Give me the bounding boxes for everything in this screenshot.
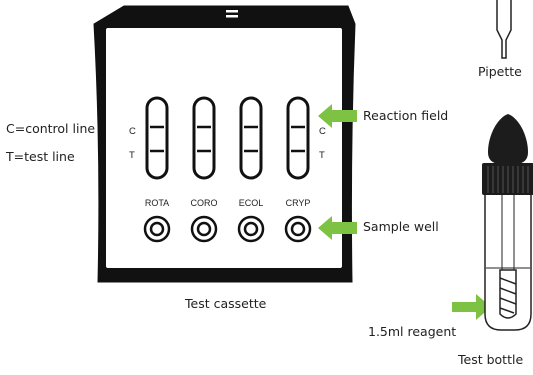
reaction-strip <box>286 96 310 180</box>
well-label-coro: CORO <box>191 198 218 208</box>
test-bottle <box>482 114 533 331</box>
test-letter-left: T <box>129 150 135 161</box>
sample-well-arrow-icon <box>318 216 357 240</box>
well-label-ecol: ECOL <box>239 198 264 208</box>
test-letter-right: T <box>319 150 325 161</box>
reagent-arrow-icon <box>452 294 491 320</box>
sample-well-label: Sample well <box>363 219 439 234</box>
control-letter-right: C <box>319 126 326 137</box>
cassette-label: Test cassette <box>185 296 267 311</box>
reaction-field-label: Reaction field <box>363 108 449 123</box>
cassette-top-mark <box>226 15 238 18</box>
reagent-label: 1.5ml reagent <box>368 324 457 339</box>
cassette-window <box>106 28 342 268</box>
sample-well <box>190 215 218 243</box>
well-label-cryp: CRYP <box>286 198 311 208</box>
pipette-label: Pipette <box>478 64 522 79</box>
reaction-strip <box>145 96 169 180</box>
test-cassette: C T C T ROTA CORO ECOL CRYP <box>93 5 356 283</box>
reaction-strip <box>239 96 263 180</box>
sample-well <box>284 215 312 243</box>
pipette <box>496 0 512 59</box>
sample-collector <box>499 269 517 319</box>
sample-well <box>237 215 265 243</box>
bottle-label: Test bottle <box>458 352 524 367</box>
reaction-field-arrow-icon <box>318 104 357 128</box>
test-line-legend: T=test line <box>6 149 75 164</box>
reaction-strip <box>192 96 216 180</box>
cassette-top-mark <box>226 10 238 13</box>
bottle-dropper-tip <box>488 114 528 165</box>
sample-well <box>143 215 171 243</box>
bottle-cap-ribs <box>487 166 529 193</box>
control-letter-left: C <box>129 126 136 137</box>
bottle-body <box>484 195 532 331</box>
well-label-rota: ROTA <box>145 198 169 208</box>
control-line-legend: C=control line <box>6 121 96 136</box>
